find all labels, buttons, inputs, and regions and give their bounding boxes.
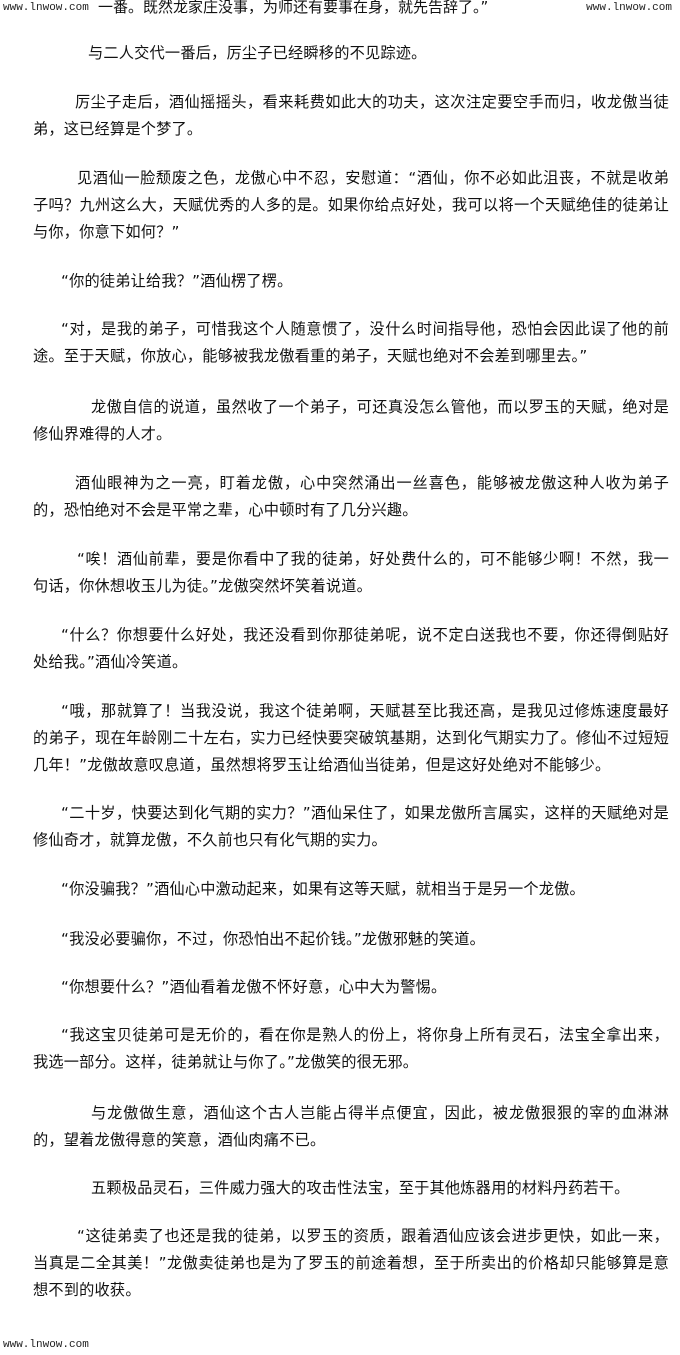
paragraph-17: 五颗极品灵石，三件威力强大的攻击性法宝，至于其他炼器用的材料丹药若干。 xyxy=(91,1179,630,1197)
paragraph-3: 见酒仙一脸颓废之色，龙傲心中不忍，安慰道：“酒仙，你不必如此沮丧，不就是收弟子吗… xyxy=(33,169,669,241)
paragraph-11: “二十岁，快要达到化气期的实力？”酒仙呆住了，如果龙傲所言属实，这样的天赋绝对是… xyxy=(33,804,669,849)
paragraph-18: “这徒弟卖了也还是我的徒弟，以罗玉的资质，跟着酒仙应该会进步更快，如此一来，当真… xyxy=(33,1227,669,1299)
paragraph-16: 与龙傲做生意，酒仙这个古人岂能占得半点便宜，因此，被龙傲狠狠的宰的血淋淋的，望着… xyxy=(33,1104,669,1149)
paragraph-10: “哦，那就算了！当我没说，我这个徒弟啊，天赋甚至比我还高，是我见过修炼速度最好的… xyxy=(33,702,669,774)
paragraph-12: “你没骗我？”酒仙心中激动起来，如果有这等天赋，就相当于是另一个龙傲。 xyxy=(61,880,585,898)
paragraph-13: “我没必要骗你，不过，你恐怕出不起价钱。”龙傲邪魅的笑道。 xyxy=(61,930,485,948)
watermark-top-left: www.lnwow.com xyxy=(3,2,89,14)
paragraph-8: “唉！酒仙前辈，要是你看中了我的徒弟，好处费什么的，可不能够少啊！不然，我一句话… xyxy=(33,550,669,595)
watermark-top-right: www.lnwow.com xyxy=(586,2,672,14)
paragraph-5: “对，是我的弟子，可惜我这个人随意惯了，没什么时间指导他，恐怕会因此误了他的前途… xyxy=(33,320,669,365)
paragraph-4: “你的徒弟让给我？”酒仙楞了楞。 xyxy=(61,272,293,290)
paragraph-14: “你想要什么？”酒仙看着龙傲不怀好意，心中大为警惕。 xyxy=(61,978,447,996)
paragraph-15: “我这宝贝徒弟可是无价的，看在你是熟人的份上，将你身上所有灵石，法宝全拿出来，我… xyxy=(33,1026,669,1071)
paragraph-1: 与二人交代一番后，厉尘子已经瞬移的不见踪迹。 xyxy=(88,44,427,62)
paragraph-7: 酒仙眼神为之一亮，盯着龙傲，心中突然涌出一丝喜色，能够被龙傲这种人收为弟子的，恐… xyxy=(33,474,669,519)
continued-text-fragment: 一番。既然龙家庄没事，为师还有要事在身，就先告辞了。” xyxy=(98,0,489,16)
watermark-bottom-left: www.lnwow.com xyxy=(3,1339,89,1351)
paragraph-6: 龙傲自信的说道，虽然收了一个弟子，可还真没怎么管他，而以罗玉的天赋，绝对是修仙界… xyxy=(33,398,669,443)
paragraph-2: 厉尘子走后，酒仙摇摇头，看来耗费如此大的功夫，这次注定要空手而归，收龙傲当徒弟，… xyxy=(33,93,669,138)
paragraph-9: “什么？你想要什么好处，我还没看到你那徒弟呢，说不定白送我也不要，你还得倒贴好处… xyxy=(33,626,669,671)
